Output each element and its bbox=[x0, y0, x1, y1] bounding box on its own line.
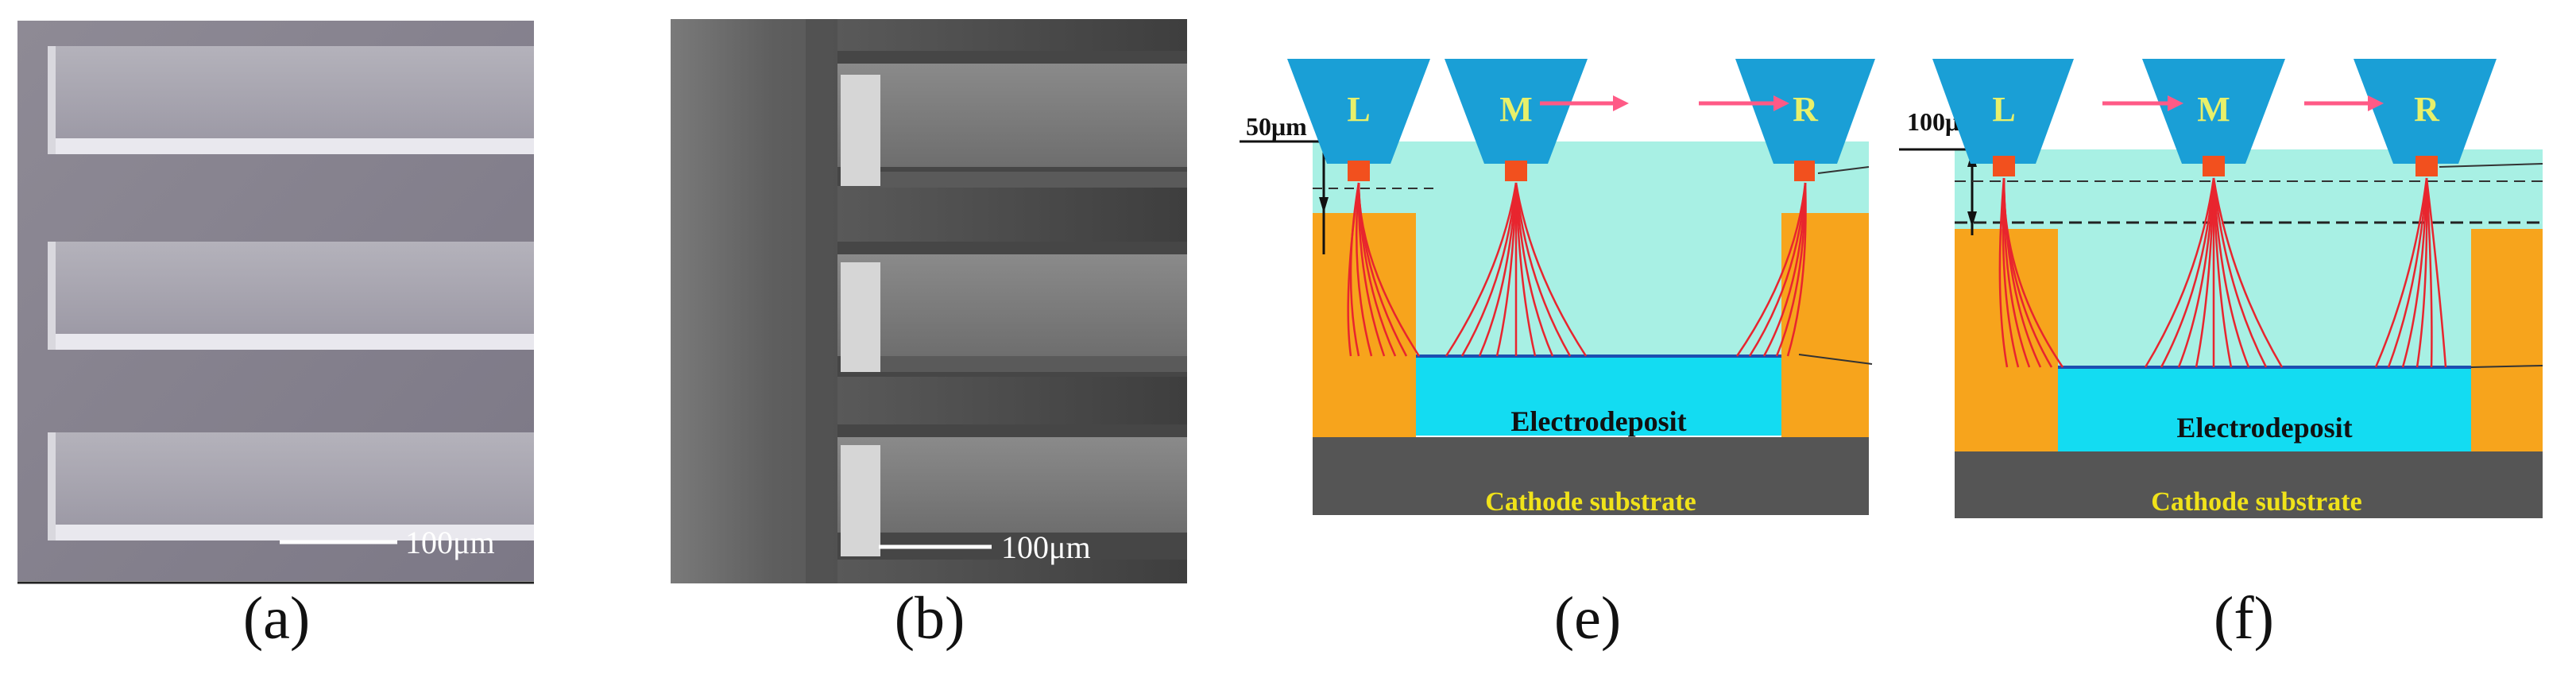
scale-bar-label: 100μm bbox=[1001, 529, 1091, 565]
nozzle-letter: R bbox=[1793, 90, 1819, 129]
microstructure-bar bbox=[48, 46, 534, 154]
microstructure-bar bbox=[48, 432, 534, 540]
nozzle-letter: R bbox=[2414, 90, 2440, 129]
mask-left bbox=[1955, 229, 2058, 451]
substrate-label: Cathode substrate bbox=[2151, 487, 2361, 517]
arrow-right-icon bbox=[2102, 95, 2183, 111]
nozzle-left: L bbox=[1932, 59, 2074, 176]
electrodeposit-label: Electrodeposit bbox=[1510, 405, 1686, 437]
panel-b: 100μm bbox=[671, 19, 1187, 587]
sem-image-a: 100μm bbox=[17, 21, 534, 584]
caption-e: (e) bbox=[1553, 585, 1622, 652]
nozzle-letter: M bbox=[1499, 90, 1533, 129]
mask-right bbox=[2471, 229, 2543, 451]
scale-bar-label: 100μm bbox=[405, 525, 495, 560]
microstructure-bar bbox=[837, 424, 1187, 560]
panel-a: 100μm bbox=[17, 21, 534, 589]
nozzle-letter: L bbox=[1992, 90, 2015, 129]
nozzle-left: L bbox=[1287, 59, 1430, 181]
nozzle-right: R bbox=[2354, 59, 2497, 176]
caption-a: (a) bbox=[242, 585, 311, 652]
microstructure-bar bbox=[837, 242, 1187, 377]
sem-image-b: 100μm bbox=[671, 19, 1187, 583]
depth-label: 50μm bbox=[1246, 112, 1307, 141]
nozzle-middle: M bbox=[1445, 59, 1588, 181]
nozzle-letter: M bbox=[2197, 90, 2230, 129]
field-lines-left bbox=[1347, 182, 1421, 357]
schematic-f: Electrodeposit Cathode substrate 100μm L… bbox=[1899, 59, 2543, 518]
field-lines-middle bbox=[2144, 177, 2284, 368]
field-lines-right bbox=[1735, 182, 1807, 357]
nozzle-right: R bbox=[1735, 59, 1875, 181]
nozzle-middle: M bbox=[2142, 59, 2285, 176]
schematic-e: Electrodeposit Cathode substrate 50μm L … bbox=[1240, 59, 1875, 517]
field-lines-middle bbox=[1445, 182, 1588, 357]
electrodeposit-layer bbox=[1416, 356, 1781, 436]
microstructure-bar bbox=[837, 51, 1187, 188]
microstructure-bar bbox=[48, 242, 534, 350]
cathode-substrate bbox=[1313, 437, 1869, 515]
field-lines-right bbox=[2374, 177, 2447, 368]
panel-f: Electrodeposit Cathode substrate 100μm L… bbox=[1883, 56, 2559, 544]
electrodeposit-layer bbox=[2058, 367, 2471, 451]
arrow-right-icon bbox=[1699, 95, 1789, 111]
arrow-right-icon bbox=[2304, 95, 2384, 111]
substrate-label: Cathode substrate bbox=[1485, 487, 1696, 517]
electrodeposit-label: Electrodeposit bbox=[2176, 412, 2352, 444]
field-lines-left bbox=[1998, 177, 2064, 368]
caption-b: (b) bbox=[894, 585, 965, 652]
cathode-substrate bbox=[1955, 451, 2543, 518]
panel-e: Electrodeposit Cathode substrate 50μm L … bbox=[1240, 56, 1915, 544]
nozzle-letter: L bbox=[1347, 90, 1370, 129]
caption-f: (f) bbox=[2214, 585, 2274, 652]
arrow-right-icon bbox=[1540, 95, 1629, 111]
